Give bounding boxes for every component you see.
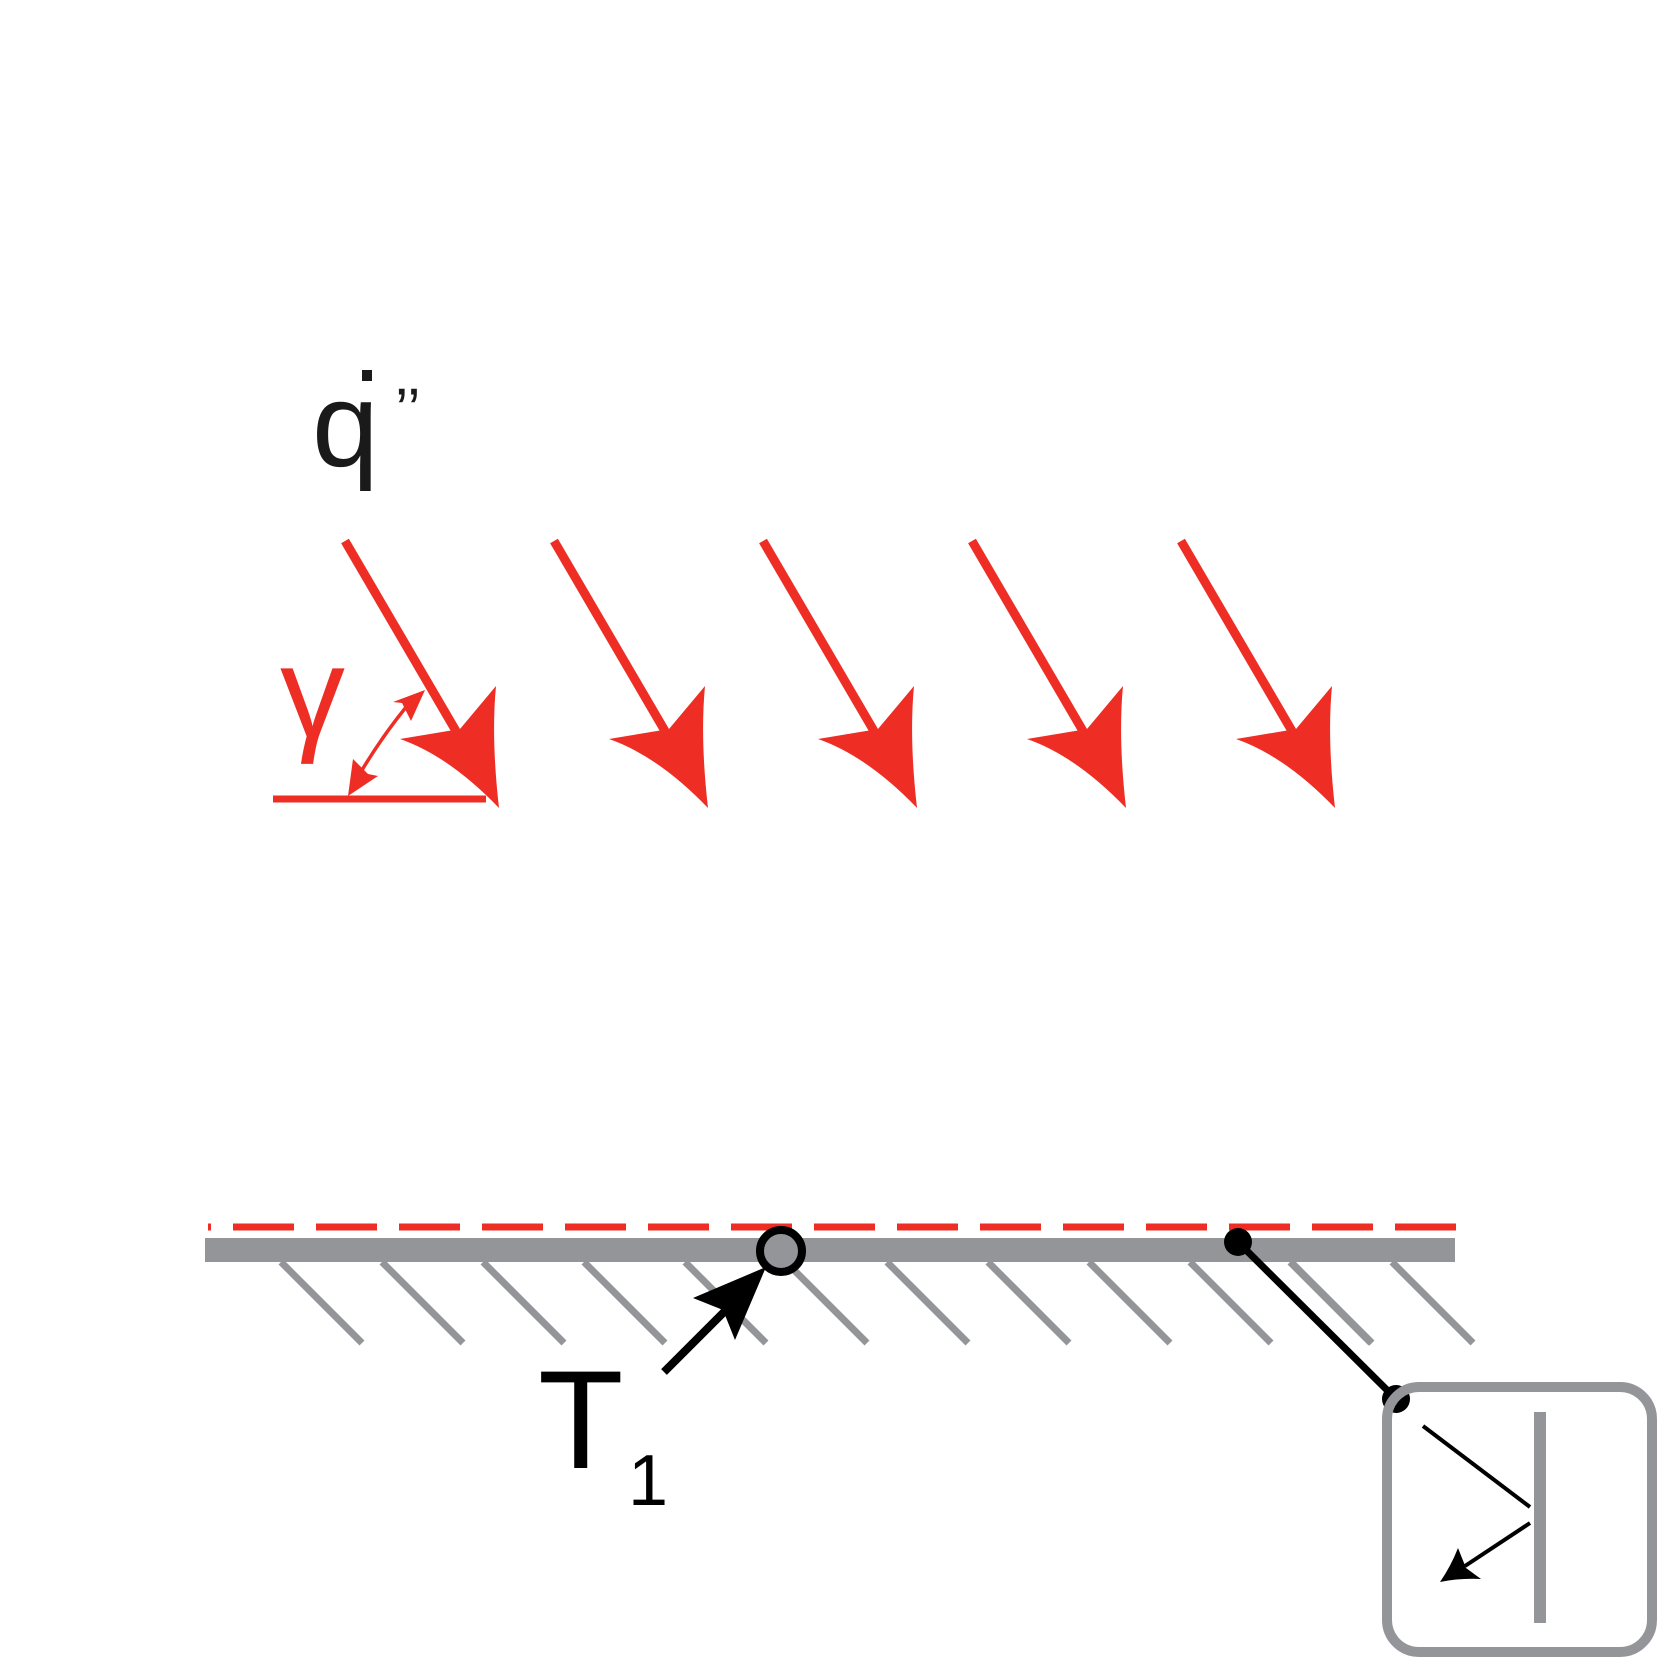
wall-surface [205,1238,1455,1262]
temperature-probe: T 1 [538,1226,806,1521]
hatch-line [581,1259,668,1346]
angle-arc-arrowhead-down [348,759,378,796]
hatch-line [1389,1259,1476,1346]
hatch-line [1187,1259,1274,1346]
radiation-arrow-shaft [968,538,1094,746]
wall-connection-point [1224,1228,1252,1256]
temperature-leader-arrowhead [693,1267,766,1340]
radiation-arrowhead [400,686,499,808]
hatch-line [783,1259,870,1346]
switch-blade [1421,1424,1532,1509]
switch-return-line [1463,1521,1532,1568]
switch-contact-bar [1534,1412,1546,1623]
hatch-line [985,1259,1072,1346]
switch-box-frame [1382,1382,1657,1657]
hatch-line [379,1259,466,1346]
radiation-arrow-shaft [1177,538,1303,746]
radiation-arrows [341,538,1335,808]
radiation-arrowhead [1236,686,1335,808]
connection-wire [1235,1239,1399,1402]
incidence-angle: γ [273,619,486,803]
switch-box-icon [1382,1382,1657,1657]
temperature-leader-line [661,1303,733,1375]
angle-arc-arrowhead-up [393,690,425,721]
hatch-line [278,1259,365,1346]
hatch-line [1086,1259,1173,1346]
radiation-arrow-shaft [759,538,885,746]
wall-hatching [278,1259,1476,1346]
radiation-arrowhead [818,686,917,808]
angle-symbol: γ [280,619,345,765]
temperature-sensor-point [756,1226,806,1276]
radiation-arrowhead [609,686,708,808]
heat-flux-label: q ’’ [312,358,421,492]
angle-arc [357,698,414,776]
hatch-line [480,1259,567,1346]
switch-return-arrowhead [1440,1548,1481,1582]
heat-flux-symbol: q [312,358,379,492]
radiation-arrow-shaft [550,538,676,746]
radiation-arrowhead [1027,686,1126,808]
radiation-arrow-shaft [341,538,467,746]
flux-dot [362,370,372,381]
temperature-subscript: 1 [628,1441,668,1521]
heat-flux-primes: ’’ [395,376,421,443]
hatch-line [884,1259,971,1346]
temperature-symbol: T [538,1341,624,1498]
hatch-line [1287,1259,1374,1346]
